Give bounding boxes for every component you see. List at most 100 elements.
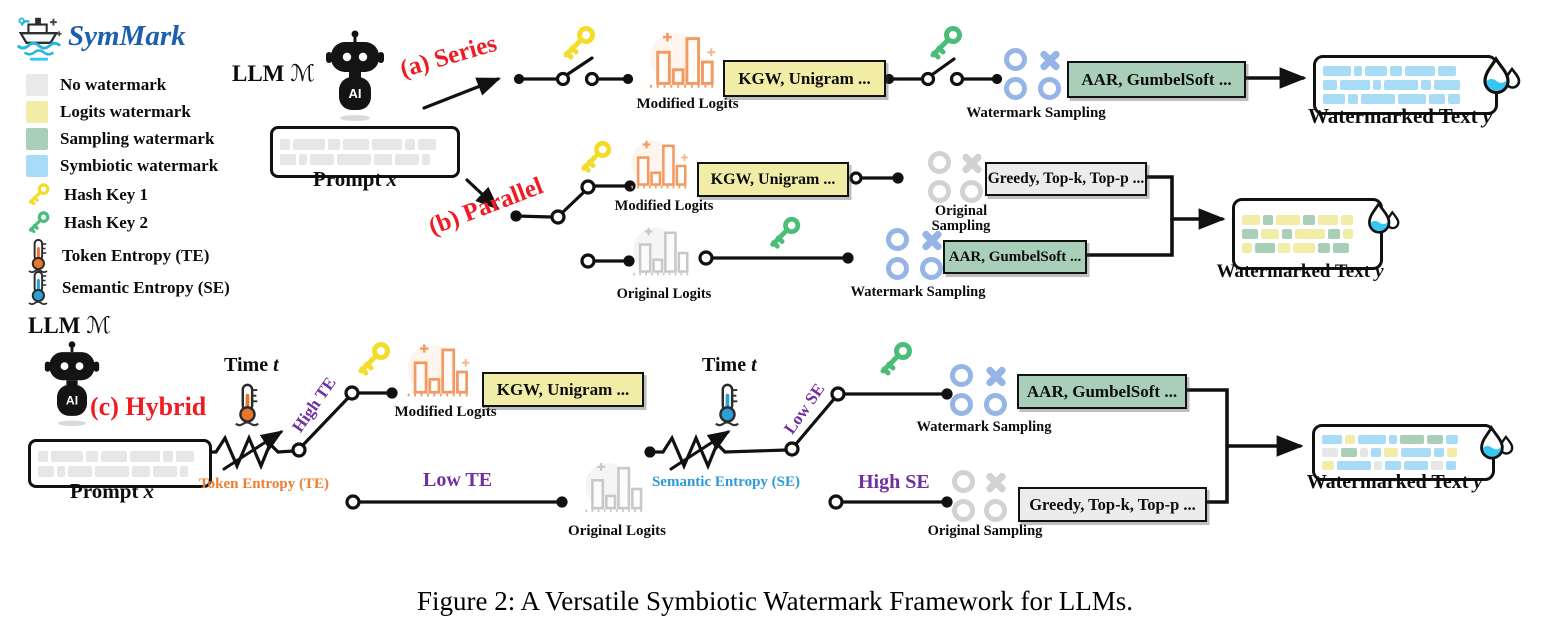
original-logits-icon [585,462,643,513]
prompt-text: Prompt [313,167,382,191]
original-sampling-label: Original Sampling [931,203,991,235]
original-logits-icon [633,227,689,276]
series-switch-2 [883,57,1003,87]
logits-watermark-box: KGW, Unigram ... [482,372,644,407]
logits-watermark-box: KGW, Unigram ... [723,60,886,97]
robot-ai-label: AI [349,86,362,101]
sample-token-icon [1004,48,1027,71]
prompt-box [270,126,460,178]
token-entropy-thermometer-icon [28,238,48,274]
hash-key-2-icon [880,342,912,376]
legend-label: Symbiotic watermark [60,156,219,175]
output-var: y [1482,104,1493,128]
time-var: t [273,354,279,376]
legend-label: Hash Key 1 [64,185,149,204]
swatch-logits-watermark [26,101,48,123]
hybrid-merge-bracket [1183,388,1229,504]
rejected-token-icon [1038,48,1062,72]
original-sampling-box: Greedy, Top-k, Top-p ... [985,162,1147,196]
prompt-var: x [386,167,397,191]
parallel-top-link [849,171,904,185]
time-var: t [751,354,757,376]
semantic-entropy-thermometer-icon [715,383,739,427]
output-var: y [1473,471,1483,493]
sampling-watermark-box: AAR, GumbelSoft ... [1017,374,1187,409]
legend-item-symbiotic-watermark: Symbiotic watermark [26,155,218,177]
legend-item-semantic-entropy: Semantic Entropy (SE) [26,270,230,306]
original-logits-label: Original Logits [616,286,712,302]
time-text: Time [224,354,269,376]
hash-key-1-icon [28,183,50,206]
watermark-sampling-label: Watermark Sampling [850,284,986,300]
output-text: Watermarked Text [1307,104,1478,128]
hash-key-1-icon [563,26,595,60]
robot-icon: AI [44,341,100,427]
parallel-split-switch [510,179,636,225]
legend-label: Logits watermark [60,102,191,121]
low-te-branch [345,494,568,510]
robot-ai-label: AI [66,394,78,408]
water-drop-icon [1368,201,1400,234]
sample-token-icon [886,228,909,251]
watermarked-text-output-series [1313,55,1498,115]
legend-item-logits-watermark: Logits watermark [26,101,191,123]
hash-key-2-icon [28,211,50,234]
llm-text: LLM [28,313,81,338]
parallel-wires [465,171,1226,269]
prompt-var: x [143,479,154,503]
legend-item-no-watermark: No watermark [26,74,166,96]
sample-token-icon [1038,77,1061,100]
modified-logits-icon [649,32,716,88]
sample-token-icon [984,499,1007,522]
modified-logits-label: Modified Logits [614,198,714,214]
parallel-bottom-link [698,250,854,266]
low-te-label: Low TE [423,469,493,491]
parallel-arrow [465,178,500,211]
legend-label: Sampling watermark [60,129,215,148]
legend-label: No watermark [60,75,167,94]
legend-item-hash-key-1: Hash Key 1 [26,182,148,208]
original-sampling-box: Greedy, Top-k, Top-p ... [1018,487,1207,522]
series-wires [422,56,1307,110]
prompt-box [28,439,212,488]
token-entropy-label: Token Entropy (TE) [198,476,330,492]
watermarked-text-output-hybrid [1312,424,1495,481]
swatch-no-watermark [26,74,48,96]
symmark-logo-text: SymMark [68,20,186,52]
original-sampling-label: Original Sampling [927,523,1043,539]
water-drop-icon [1483,56,1521,95]
rejected-token-icon [984,364,1008,388]
sample-token-icon [928,151,951,174]
hash-key-2-icon [770,216,801,249]
semantic-entropy-resistor [644,386,953,471]
legend-label: Hash Key 2 [64,213,149,232]
figure-caption: Figure 2: A Versatile Symbiotic Watermar… [417,586,1133,616]
hash-key-2-icon [930,26,962,60]
original-sampling-icon [952,470,1008,522]
rejected-token-icon [984,470,1008,494]
hybrid-path-label: (c) Hybrid [90,392,207,421]
logits-watermark-box: KGW, Unigram ... [697,162,849,197]
llm-text: LLM [232,61,285,86]
modified-logits-label: Modified Logits [636,96,739,112]
robot-icon: AI [326,30,384,121]
swatch-symbiotic-watermark [26,155,48,177]
swatch-sampling-watermark [26,128,48,150]
semantic-entropy-thermometer-icon [28,270,48,306]
sample-token-icon [920,257,943,280]
legend-label: Token Entropy (TE) [62,246,210,265]
parallel-bottom-terminal [580,253,635,269]
water-drop-icon [1480,425,1514,460]
sample-token-icon [960,180,983,203]
hash-key-1-icon [358,342,390,376]
sample-token-icon [984,393,1007,416]
output-var: y [1375,261,1384,282]
legend-item-sampling-watermark: Sampling watermark [26,128,214,150]
